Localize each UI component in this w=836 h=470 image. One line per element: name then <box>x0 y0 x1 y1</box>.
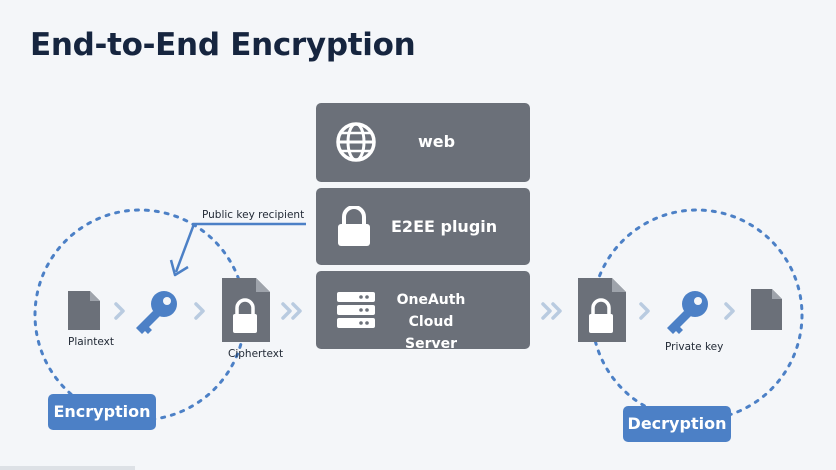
chevron-right-icon <box>114 302 125 320</box>
public-key-arrow <box>169 222 306 277</box>
double-chevron-right-icon <box>281 302 302 320</box>
private-key-icon <box>667 291 708 334</box>
ciphertext-locked-document-icon <box>222 278 270 342</box>
encryption-cycle-circle <box>33 208 247 422</box>
web-label: web <box>418 132 456 151</box>
public-key-label: Public key recipient <box>202 209 305 221</box>
lock-icon <box>338 206 370 246</box>
server-icon <box>337 292 375 328</box>
chevron-right-icon <box>724 302 735 320</box>
chevron-right-icon <box>639 302 650 320</box>
decrypted-document-icon <box>751 289 782 330</box>
ciphertext-label: Ciphertext <box>228 348 284 360</box>
plaintext-document-icon <box>68 291 100 330</box>
plaintext-label: Plaintext <box>68 336 114 348</box>
chevron-right-icon <box>194 302 205 320</box>
globe-icon <box>336 122 376 162</box>
web-layer-block: web <box>316 103 530 182</box>
decryption-badge: Decryption <box>623 406 731 442</box>
double-chevron-right-icon <box>541 302 562 320</box>
received-locked-document-icon <box>578 278 626 342</box>
page-title: End-to-End Encryption <box>30 27 416 63</box>
cloud-server-block: OneAuth Cloud Server <box>316 271 530 352</box>
bottom-divider <box>0 466 135 470</box>
cloud-server-label: OneAuth Cloud Server <box>396 292 466 352</box>
e2ee-plugin-block: E2EE plugin <box>316 188 530 265</box>
encryption-badge: Encryption <box>48 394 156 430</box>
e2ee-plugin-label: E2EE plugin <box>391 217 498 236</box>
private-key-label: Private key <box>665 341 724 353</box>
public-key-icon <box>136 291 177 334</box>
